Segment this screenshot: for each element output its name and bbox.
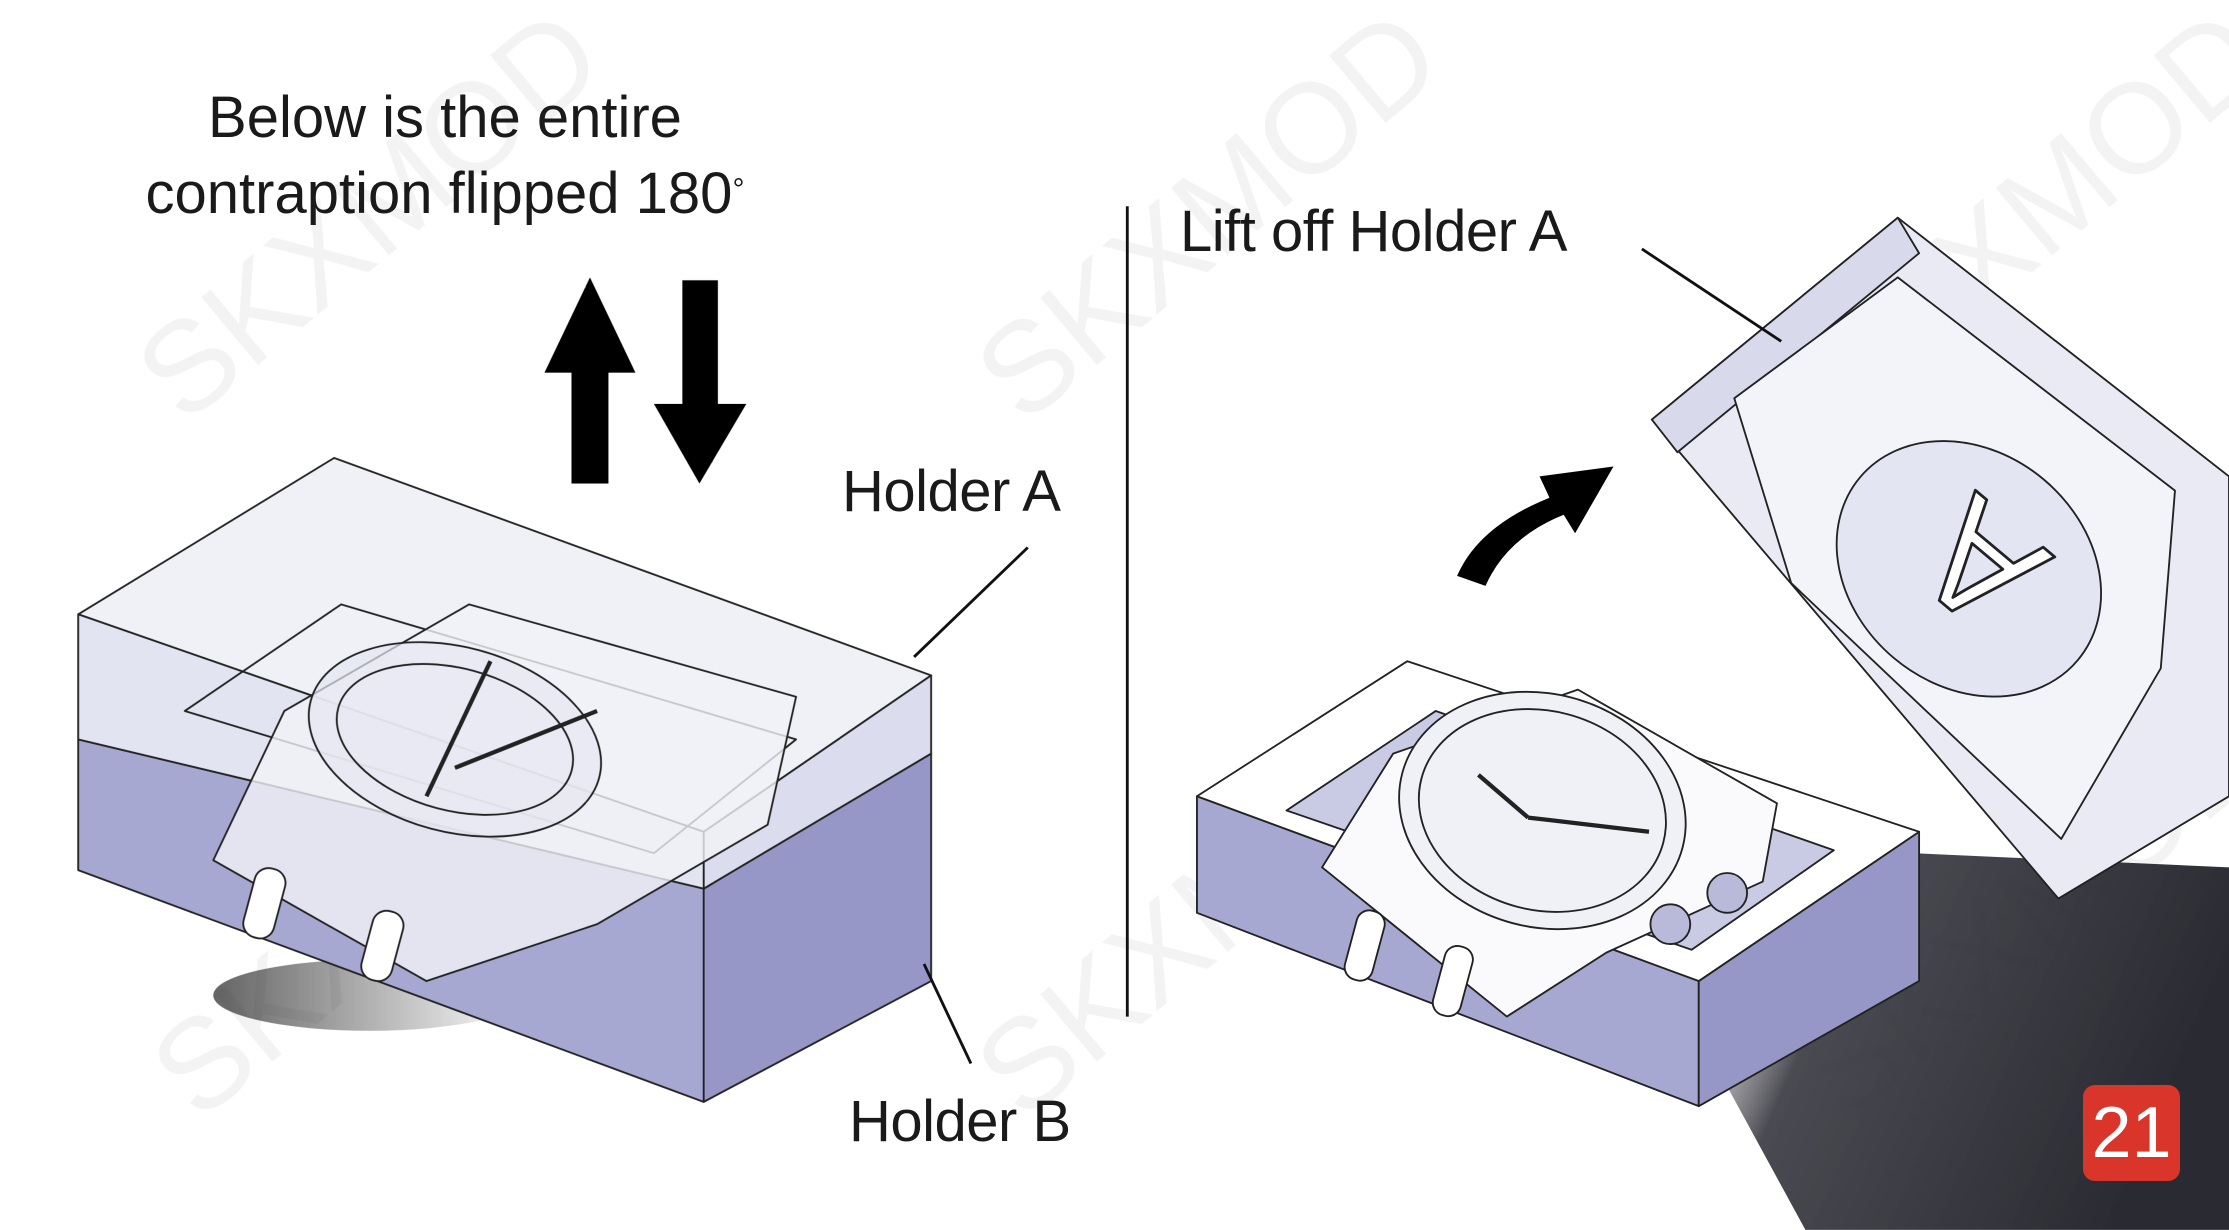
holder-b-leader-line bbox=[922, 963, 973, 1065]
page-title: Below is the entire contraption flipped … bbox=[100, 80, 790, 232]
lift-off-label: Lift off Holder A bbox=[1180, 199, 1568, 264]
down-arrow-icon bbox=[653, 280, 747, 484]
watch-dial bbox=[1398, 690, 1687, 931]
holder-b-label: Holder B bbox=[849, 1089, 1071, 1154]
curved-arrow-icon bbox=[1457, 466, 1614, 586]
holder-a-leader-line bbox=[913, 546, 1029, 658]
up-arrow-icon bbox=[544, 277, 636, 484]
page-number-badge: 21 bbox=[2083, 1085, 2180, 1181]
holder-a-label: Holder A bbox=[842, 459, 1061, 524]
degree-symbol: ° bbox=[732, 173, 745, 206]
left-assembly bbox=[77, 456, 933, 1103]
lifted-holder-a: A bbox=[1650, 216, 2229, 900]
title-line-2: contraption flipped 180° bbox=[145, 161, 745, 226]
right-assembly bbox=[1196, 660, 1921, 1108]
holder-a-emblem bbox=[1835, 440, 2102, 698]
title-line-1: Below is the entire bbox=[208, 85, 682, 150]
lift-off-leader-line bbox=[1641, 247, 1782, 343]
holder-a-side bbox=[702, 674, 933, 890]
